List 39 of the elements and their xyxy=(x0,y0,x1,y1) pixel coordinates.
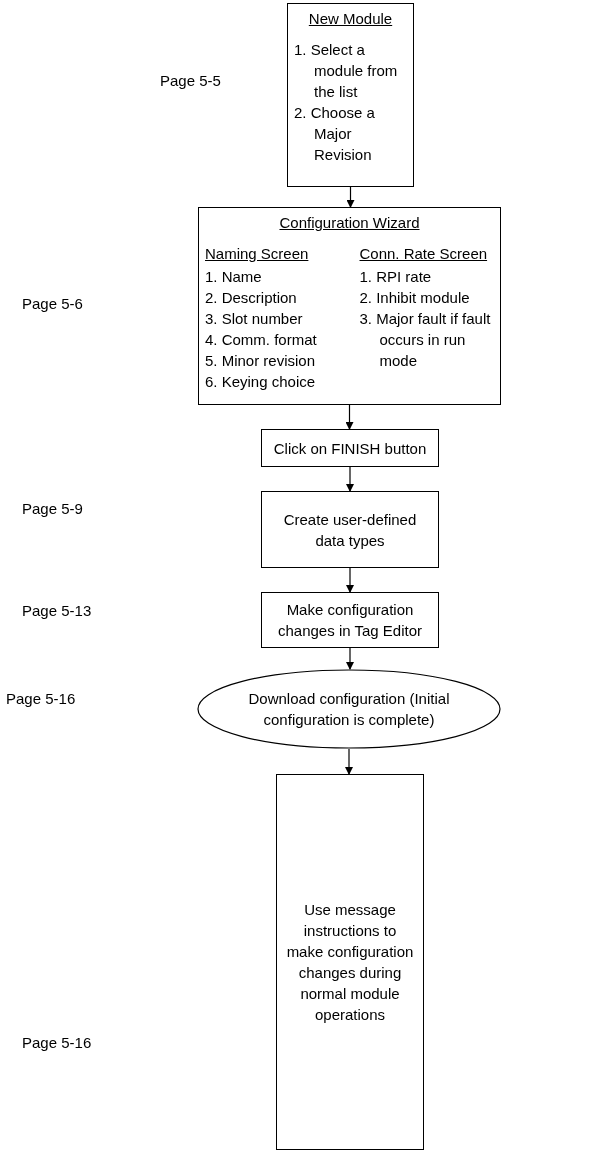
page-reference: Page 5-13 xyxy=(22,601,92,621)
box-heading: Configuration Wizard xyxy=(278,213,421,233)
list-item: 2. Choose a Major Revision xyxy=(294,103,376,165)
list-item: 4. Comm. format xyxy=(205,329,318,350)
list-item: 3. Major fault if fault occurs in run mode xyxy=(359,308,492,371)
process-box xyxy=(261,491,439,568)
underlined-heading: Naming Screen xyxy=(205,244,310,264)
list-item: 1. Name xyxy=(205,266,263,287)
arrow xyxy=(346,567,354,593)
node-text: Download configuration (Initial configuration is complete) xyxy=(247,689,451,730)
underlined-heading: Conn. Rate Screen xyxy=(359,244,489,264)
node-text: Use message instructions to make configuration changes during normal module operations xyxy=(285,900,415,1025)
list-item: 2. Description xyxy=(205,287,298,308)
node-text: Create user-defined data types xyxy=(282,509,418,551)
arrow xyxy=(346,186,355,208)
terminal-ellipse xyxy=(197,669,501,749)
page-reference: Page 5-16 xyxy=(22,1033,92,1053)
arrow xyxy=(346,466,354,492)
process-box xyxy=(287,3,414,187)
list-item: 3. Slot number xyxy=(205,308,304,329)
process-box xyxy=(261,592,439,648)
list-item: 2. Inhibit module xyxy=(359,287,471,308)
list-item: 6. Keying choice xyxy=(205,371,317,392)
process-box xyxy=(198,207,501,405)
process-box xyxy=(261,429,439,467)
arrow xyxy=(345,404,354,430)
list-item: 1. Select a module from the list xyxy=(294,40,399,102)
page-reference: Page 5-6 xyxy=(22,294,83,314)
node-text: Make configuration changes in Tag Editor xyxy=(277,600,423,641)
arrow xyxy=(345,748,353,775)
arrow xyxy=(346,647,354,670)
page-reference: Page 5-9 xyxy=(22,499,83,519)
box-heading: New Module xyxy=(307,9,394,29)
page-reference: Page 5-16 xyxy=(6,689,76,709)
list-item: 1. RPI rate xyxy=(359,266,433,287)
process-box xyxy=(276,774,424,1150)
node-text: Click on FINISH button xyxy=(273,438,427,459)
list-item: 5. Minor revision xyxy=(205,350,317,371)
page-reference: Page 5-5 xyxy=(160,71,221,91)
